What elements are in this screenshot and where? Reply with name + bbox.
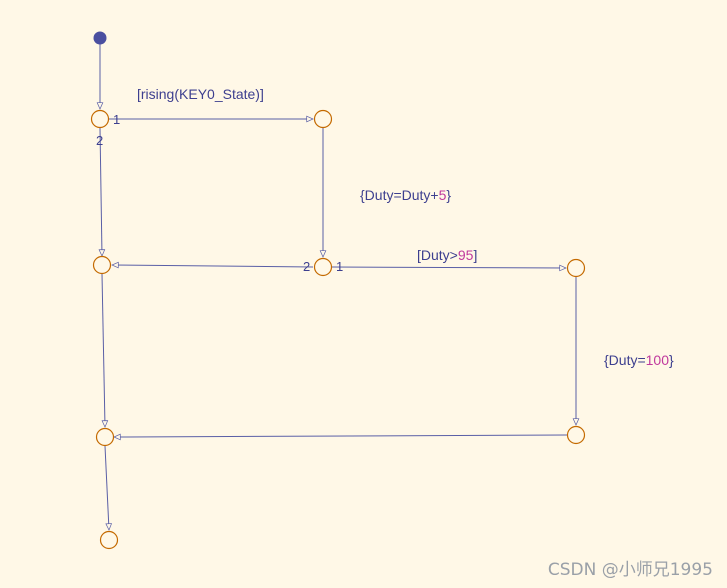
label-rising-pre: [rising(: [137, 86, 180, 102]
port-j1-order-1: 1: [113, 112, 121, 127]
junction-4[interactable]: [313, 257, 333, 277]
junction-1[interactable]: [90, 109, 110, 129]
label-rising-key0[interactable]: [rising(KEY0_State)]: [137, 86, 264, 102]
transition-j1-down[interactable]: [98, 127, 106, 257]
port-j1-order-2: 2: [96, 133, 104, 148]
junction-terminal[interactable]: [99, 530, 119, 550]
transition-to-terminal[interactable]: [104, 445, 113, 531]
port-j4-order-2: 2: [303, 259, 311, 274]
transition-j2-down[interactable]: [101, 273, 109, 428]
label-duty-gt-pre: [Duty>: [417, 247, 458, 263]
default-transition-dot[interactable]: [93, 31, 107, 45]
watermark: CSDN @小师兄1995: [547, 560, 713, 580]
label-duty-100-pre: {Duty=: [604, 352, 646, 368]
label-duty-100-num: 100: [645, 352, 669, 368]
label-duty-plus-5[interactable]: {Duty=Duty+5}: [360, 187, 451, 203]
label-rising-signal: KEY0_State: [179, 86, 256, 102]
label-duty-plus-pre: {Duty=Duty+: [360, 187, 439, 203]
label-duty-plus-num: 5: [438, 187, 447, 203]
label-rising-post: )]: [255, 86, 264, 102]
label-duty-plus-post: }: [446, 187, 452, 203]
label-duty-gt-95[interactable]: [Duty>95]: [417, 247, 477, 263]
junction-7[interactable]: [566, 425, 586, 445]
label-duty-gt-post: ]: [473, 247, 478, 263]
label-duty-100-post: }: [669, 352, 674, 368]
label-duty-100[interactable]: {Duty=100}: [604, 352, 674, 368]
junction-2[interactable]: [313, 109, 333, 129]
transition-j3-back[interactable]: [111, 261, 314, 269]
junction-3[interactable]: [92, 255, 112, 275]
port-j4-order-1: 1: [336, 259, 344, 274]
label-duty-gt-num: 95: [457, 247, 474, 263]
transition-duty-gt-95[interactable]: [331, 264, 567, 272]
junction-6[interactable]: [95, 427, 115, 447]
transition-j7-back[interactable]: [113, 433, 568, 441]
junction-5[interactable]: [566, 258, 586, 278]
